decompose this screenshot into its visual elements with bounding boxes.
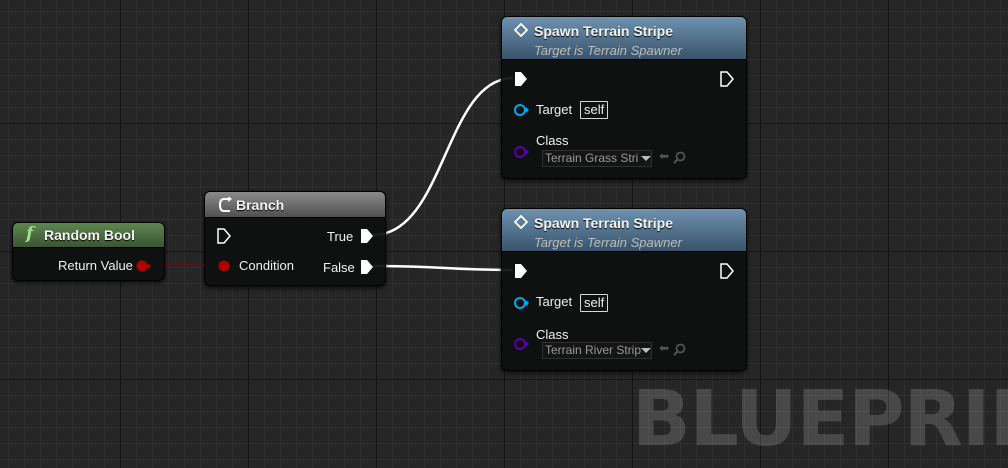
- chevron-down-icon[interactable]: [641, 348, 651, 353]
- true-label: True: [327, 229, 354, 244]
- exec-out-pin[interactable]: [720, 71, 734, 87]
- blueprint-watermark: BLUEPRINT: [632, 375, 1008, 464]
- target-pin[interactable]: [513, 296, 531, 310]
- condition-label: Condition: [239, 258, 294, 273]
- class-label: Class: [536, 327, 569, 342]
- browse-search-icon[interactable]: [673, 151, 686, 164]
- class-label: Class: [536, 133, 569, 148]
- return-value-pin[interactable]: [136, 259, 152, 273]
- branch-icon: [218, 197, 232, 212]
- function-call-icon: [514, 215, 528, 229]
- target-label: Target: [536, 294, 573, 309]
- use-selected-arrow-icon[interactable]: ⬅: [659, 149, 670, 163]
- spawn-node-1-header: Spawn Terrain Stripe Target is Terrain S…: [502, 17, 746, 60]
- false-exec-pin[interactable]: [360, 259, 374, 275]
- browse-search-icon[interactable]: [673, 343, 686, 356]
- branch-title: Branch: [236, 197, 285, 213]
- class-dropdown-value: Terrain River Strip: [545, 343, 642, 357]
- random-bool-header: f Random Bool: [13, 223, 164, 248]
- function-call-icon: [514, 23, 528, 37]
- spawn-node-2-subtitle: Target is Terrain Spawner: [534, 235, 682, 250]
- function-f-icon: f: [26, 224, 34, 244]
- class-pin[interactable]: [513, 145, 531, 159]
- exec-in-pin[interactable]: [217, 228, 231, 244]
- target-self-value[interactable]: self: [580, 294, 609, 312]
- random-bool-node[interactable]: f Random Bool Return Value: [12, 222, 165, 281]
- exec-in-pin[interactable]: [514, 263, 528, 279]
- random-bool-title: Random Bool: [44, 227, 135, 243]
- exec-in-pin[interactable]: [514, 71, 528, 87]
- return-value-label: Return Value: [58, 258, 133, 273]
- spawn-terrain-stripe-node-2[interactable]: Spawn Terrain Stripe Target is Terrain S…: [501, 208, 747, 371]
- target-label: Target: [536, 102, 573, 117]
- class-dropdown-value: Terrain Grass Stri: [545, 151, 639, 165]
- spawn-terrain-stripe-node-1[interactable]: Spawn Terrain Stripe Target is Terrain S…: [501, 16, 747, 179]
- spawn-node-1-title: Spawn Terrain Stripe: [534, 23, 673, 39]
- use-selected-arrow-icon[interactable]: ⬅: [659, 341, 670, 355]
- false-label: False: [323, 260, 355, 275]
- branch-node[interactable]: Branch True Condition False: [204, 191, 386, 286]
- true-exec-pin[interactable]: [360, 228, 374, 244]
- class-dropdown[interactable]: Terrain River Strip: [542, 342, 652, 359]
- spawn-node-2-header: Spawn Terrain Stripe Target is Terrain S…: [502, 209, 746, 252]
- target-self-value[interactable]: self: [580, 101, 609, 119]
- class-dropdown[interactable]: Terrain Grass Stri: [542, 150, 652, 167]
- exec-out-pin[interactable]: [720, 263, 734, 279]
- true-exec-wire[interactable]: [372, 76, 514, 237]
- chevron-down-icon[interactable]: [641, 156, 651, 161]
- class-pin[interactable]: [513, 337, 531, 351]
- spawn-node-2-title: Spawn Terrain Stripe: [534, 215, 673, 231]
- spawn-node-1-subtitle: Target is Terrain Spawner: [534, 43, 682, 58]
- false-exec-wire[interactable]: [372, 264, 514, 272]
- branch-header: Branch: [205, 192, 385, 218]
- target-pin[interactable]: [513, 103, 531, 117]
- condition-pin[interactable]: [217, 259, 231, 273]
